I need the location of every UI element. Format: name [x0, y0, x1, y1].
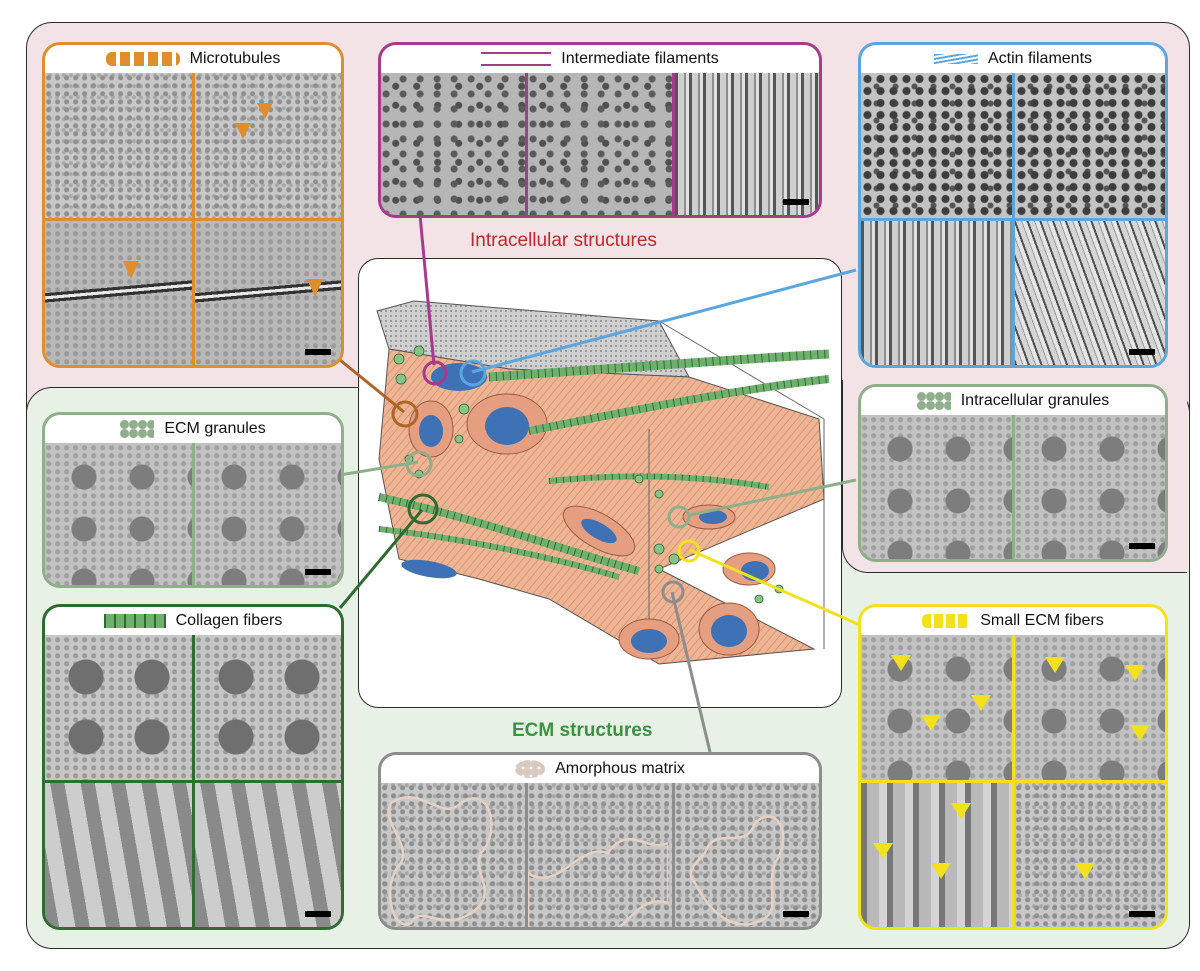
- arrowhead-icon: [1074, 862, 1095, 879]
- arrowhead-icon: [306, 278, 323, 297]
- microtubules-header: Microtubules: [45, 45, 341, 73]
- amorphous-matrix-image-2: [528, 783, 672, 927]
- amorphous-matrix-header: Amorphous matrix: [381, 755, 819, 783]
- microtubules-panel: Microtubules: [42, 42, 344, 368]
- microtubules-image-4: [194, 220, 341, 365]
- microtubules-image-3: [45, 220, 192, 365]
- granules-icon: [120, 420, 155, 438]
- arrowhead-icon: [123, 260, 139, 279]
- scale-bar: [305, 911, 331, 917]
- small-ecm-fibers-image-3: [861, 782, 1012, 927]
- ecm-granules-header: ECM granules: [45, 415, 341, 443]
- actin-filaments-image-2: [1014, 73, 1165, 218]
- intermediate-filaments-panel: Intermediate filaments: [378, 42, 822, 218]
- arrowhead-icon: [951, 802, 971, 819]
- arrowhead-icon: [1129, 725, 1150, 741]
- intracellular-granules-title: Intracellular granules: [960, 392, 1110, 409]
- collagen-fibers-panel: Collagen fibers: [42, 604, 344, 930]
- arrowhead-icon: [256, 103, 273, 119]
- collagen-fibers-title: Collagen fibers: [175, 612, 283, 629]
- collagen-fibers-image-2: [194, 635, 341, 780]
- intracellular-section-title: Intracellular structures: [470, 230, 657, 251]
- intermediate-filaments-header: Intermediate filaments: [381, 45, 819, 73]
- ecm-granules-panel: ECM granules: [42, 412, 344, 588]
- scale-bar: [1129, 911, 1155, 917]
- amorphous-matrix-panel: Amorphous matrix: [378, 752, 822, 930]
- small-ecm-fibers-image-2: [1014, 635, 1165, 780]
- collagen-fibers-header: Collagen fibers: [45, 607, 341, 635]
- arrowhead-icon: [921, 715, 941, 731]
- actin-filaments-title: Actin filaments: [987, 50, 1093, 67]
- microtubules-icon: [105, 52, 180, 66]
- actin-filaments-panel: Actin filaments: [858, 42, 1168, 368]
- small-ecm-fibers-panel: Small ECM fibers: [858, 604, 1168, 930]
- scale-bar: [1129, 349, 1155, 355]
- arrowhead-icon: [971, 695, 991, 711]
- collagen-fibers-image-4: [194, 782, 341, 927]
- small-ecm-fibers-header: Small ECM fibers: [861, 607, 1165, 635]
- intermediate-filaments-title: Intermediate filaments: [561, 50, 719, 67]
- intracellular-granules-image-1: [861, 415, 1012, 559]
- ecm-section-title: ECM structures: [512, 720, 653, 741]
- scale-bar: [783, 911, 809, 917]
- block-front-face: [378, 348, 825, 665]
- amorphous-matrix-image-3: [675, 783, 819, 927]
- scale-bar: [1129, 543, 1155, 549]
- small-ecm-fibers-title: Small ECM fibers: [980, 612, 1104, 629]
- ecm-granules-title: ECM granules: [164, 420, 266, 437]
- intermediate-filaments-image-1: [381, 73, 525, 215]
- actin-filaments-image-3: [861, 220, 1012, 365]
- microtubules-image-1: [45, 73, 192, 218]
- arrowhead-icon: [1044, 657, 1065, 673]
- tissue-block-illustration: [376, 300, 830, 665]
- collagen-fibers-image-3: [45, 782, 192, 927]
- ecm-granules-image-2: [194, 443, 341, 585]
- amorphous-matrix-title: Amorphous matrix: [555, 760, 685, 777]
- arrowhead-icon: [931, 862, 951, 879]
- intermediate-filaments-icon: [481, 52, 552, 66]
- intermediate-filaments-image-2: [528, 73, 672, 215]
- actin-filaments-icon: [933, 54, 978, 64]
- arrowhead-icon: [891, 655, 911, 671]
- granules-icon: [916, 392, 951, 410]
- intracellular-granules-header: Intracellular granules: [861, 387, 1165, 415]
- scale-bar: [783, 199, 809, 205]
- intracellular-granules-panel: Intracellular granules: [858, 384, 1168, 562]
- microtubules-title: Microtubules: [189, 50, 281, 67]
- intracellular-granules-image-2: [1014, 415, 1165, 559]
- actin-filaments-image-4: [1014, 220, 1165, 365]
- arrowhead-icon: [1124, 665, 1145, 681]
- amorphous-matrix-icon: [515, 760, 546, 778]
- small-ecm-fibers-image-1: [861, 635, 1012, 780]
- actin-filaments-image-1: [861, 73, 1012, 218]
- arrowhead-icon: [873, 842, 893, 859]
- tissue-illustration-frame: [358, 258, 842, 708]
- arrowhead-icon: [234, 123, 251, 139]
- intermediate-filaments-image-3: [675, 73, 819, 215]
- scale-bar: [305, 349, 331, 355]
- actin-filaments-header: Actin filaments: [861, 45, 1165, 73]
- small-ecm-fibers-icon: [922, 614, 971, 628]
- small-ecm-fibers-image-4: [1014, 782, 1165, 927]
- scale-bar: [305, 569, 331, 575]
- amorphous-matrix-image-1: [381, 783, 525, 927]
- collagen-fibers-icon: [103, 614, 166, 628]
- collagen-fibers-image-1: [45, 635, 192, 780]
- microtubules-image-2: [194, 73, 341, 218]
- ecm-granules-image-1: [45, 443, 192, 585]
